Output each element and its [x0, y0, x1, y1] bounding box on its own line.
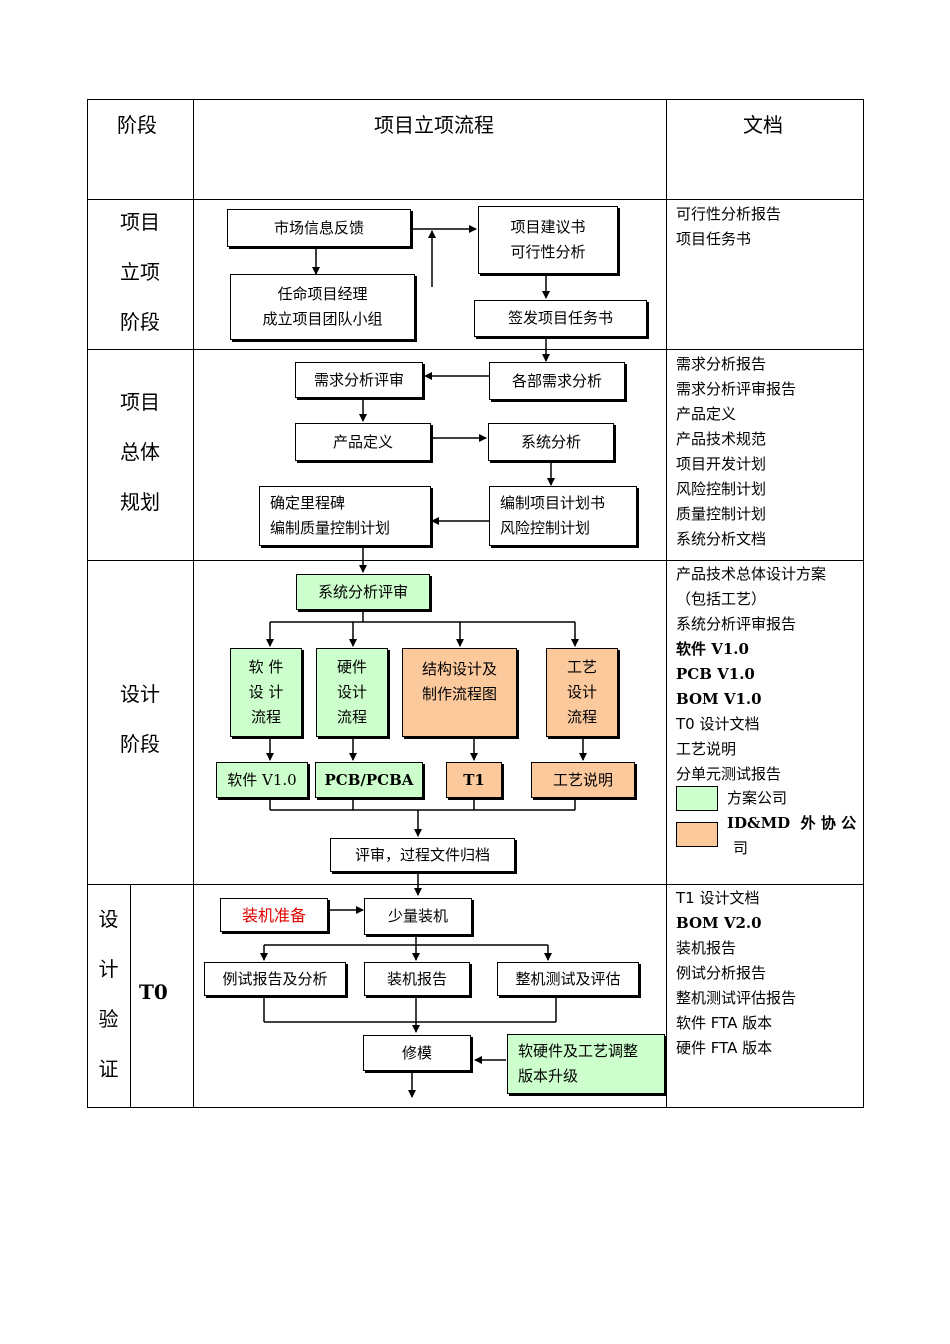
doc-item: 项目任务书: [676, 230, 752, 248]
legend-green-swatch: [676, 786, 718, 811]
sw-version-label: 软件 V1.0: [227, 770, 297, 789]
assembly-report-box: 装机报告: [364, 962, 470, 996]
doc-item: T0 设计文档: [676, 715, 760, 733]
stage-t0: T0: [139, 980, 168, 1004]
row-divider: [87, 199, 864, 200]
stage-label: 设计: [120, 682, 160, 706]
doc-item: 产品定义: [676, 405, 737, 423]
stage-planning: 项目 总体 规划: [110, 377, 170, 527]
sys-analysis-box: 系统分析: [488, 423, 614, 461]
doc-item: 系统分析评审报告: [676, 615, 797, 633]
process-doc-box: 工艺说明: [531, 762, 635, 798]
doc-item: 例试分析报告: [676, 964, 767, 982]
stage-design: 设计 阶段: [110, 669, 170, 769]
assembly-prep-box: 装机准备: [220, 898, 328, 932]
pcb-box: PCB/PCBA: [315, 762, 423, 798]
stage-initiation: 项目 立项 阶段: [110, 197, 170, 347]
stage-label: 设: [98, 907, 119, 931]
stage-label: 规划: [120, 490, 160, 514]
legend-orange-swatch: [676, 822, 718, 847]
header-flow: 项目立项流程: [374, 113, 494, 137]
stage-label: 立项: [120, 260, 160, 284]
sw-version-box: 软件 V1.0: [216, 762, 308, 798]
row-divider: [87, 884, 864, 885]
doc-item: （包括工艺）: [676, 590, 767, 608]
small-assembly-box: 少量装机: [364, 898, 472, 935]
stage-label: 项目: [120, 390, 160, 414]
stage-label: 计: [98, 957, 119, 981]
stage-label: 总体: [120, 440, 160, 464]
stage-label: 阶段: [120, 732, 160, 756]
docs-design: 产品技术总体设计方案 （包括工艺） 系统分析评审报告 软件 V1.0 PCB V…: [676, 562, 826, 787]
doc-item: T1 设计文档: [676, 889, 760, 907]
req-review-box: 需求分析评审: [295, 362, 423, 398]
hw-flow-box: 硬件 设计 流程: [316, 648, 388, 737]
doc-item: 软件 FTA 版本: [676, 1014, 773, 1032]
docs-initiation: 可行性分析报告 项目任务书: [676, 202, 781, 252]
doc-item: 可行性分析报告: [676, 205, 782, 223]
product-def-box: 产品定义: [295, 423, 431, 461]
column-divider: [666, 99, 667, 1108]
doc-item: 需求分析评审报告: [676, 380, 797, 398]
project-plan-box: 编制项目计划书 风险控制计划: [489, 486, 637, 546]
row-divider: [87, 560, 864, 561]
doc-item: 软件 V1.0: [676, 640, 749, 658]
dept-req-box: 各部需求分析: [489, 362, 625, 400]
docs-verification: T1 设计文档 BOM V2.0 装机报告 例试分析报告 整机测试评估报告 软件…: [676, 886, 796, 1061]
doc-item: 装机报告: [676, 939, 737, 957]
milestone-box: 确定里程碑 编制质量控制计划: [259, 486, 431, 546]
column-divider: [193, 99, 194, 1108]
full-test-box: 整机测试及评估: [497, 962, 639, 996]
stage-label: 验: [98, 1007, 119, 1031]
sw-flow-box: 软 件 设 计 流程: [230, 648, 302, 737]
struct-flow-box: 结构设计及 制作流程图: [402, 648, 517, 737]
market-feedback-box: 市场信息反馈: [227, 209, 411, 247]
doc-item: 系统分析文档: [676, 530, 767, 548]
stage-label: 项目: [120, 210, 160, 234]
doc-item: 产品技术总体设计方案: [676, 565, 827, 583]
table-frame: [87, 99, 864, 1108]
doc-item: 产品技术规范: [676, 430, 767, 448]
legend-green-label: 方案公司: [727, 789, 788, 807]
test-report-box: 例试报告及分析: [204, 962, 346, 996]
issue-task-box: 签发项目任务书: [474, 300, 647, 337]
header-docs: 文档: [743, 113, 783, 137]
stage-label: 证: [98, 1057, 119, 1081]
appoint-pm-box: 任命项目经理 成立项目团队小组: [230, 274, 415, 340]
stage-label: 阶段: [120, 310, 160, 334]
review-archive-box: 评审，过程文件归档: [330, 838, 515, 872]
t1-box: T1: [446, 762, 502, 798]
doc-item: 整机测试评估报告: [676, 989, 797, 1007]
legend-orange-label-cont: 司: [733, 839, 749, 857]
docs-planning: 需求分析报告 需求分析评审报告 产品定义 产品技术规范 项目开发计划 风险控制计…: [676, 352, 796, 552]
sys-review-box: 系统分析评审: [296, 574, 430, 610]
row-divider: [87, 349, 864, 350]
proposal-box: 项目建议书 可行性分析: [478, 206, 618, 274]
column-divider: [130, 884, 131, 1108]
doc-item: 项目开发计划: [676, 455, 767, 473]
legend-orange-label: ID&MD 外 协 公: [727, 814, 857, 832]
header-stage: 阶段: [117, 113, 157, 137]
doc-item: 需求分析报告: [676, 355, 767, 373]
doc-item: BOM V2.0: [676, 914, 762, 932]
stage-verification: 设 计 验 证: [87, 894, 130, 1094]
doc-item: 工艺说明: [676, 740, 737, 758]
upgrade-box: 软硬件及工艺调整 版本升级: [507, 1034, 665, 1094]
doc-item: 风险控制计划: [676, 480, 767, 498]
doc-item: 质量控制计划: [676, 505, 767, 523]
doc-item: PCB V1.0: [676, 665, 755, 683]
doc-item: BOM V1.0: [676, 690, 762, 708]
mold-fix-box: 修模: [363, 1035, 471, 1071]
doc-item: 分单元测试报告: [676, 765, 782, 783]
process-flow-box: 工艺 设计 流程: [546, 648, 618, 737]
doc-item: 硬件 FTA 版本: [676, 1039, 773, 1057]
